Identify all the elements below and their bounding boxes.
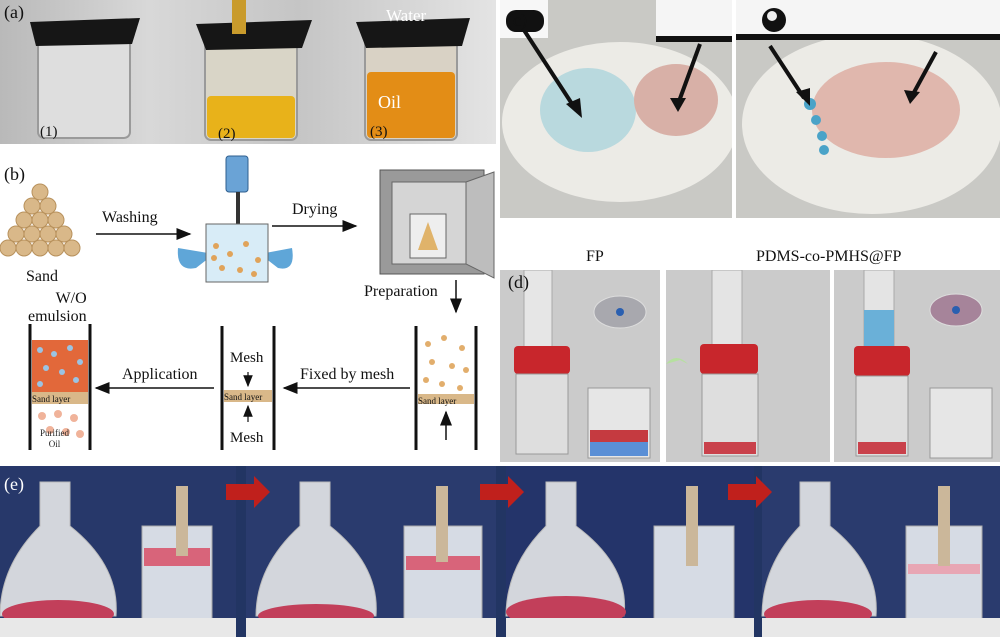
purified-oil-label: Purified Oil: [40, 428, 69, 449]
panel-a-photo: [0, 0, 496, 144]
red-arrow-3: [728, 476, 772, 508]
washing-label: Washing: [102, 209, 158, 226]
sand-layer-right: Sand layer: [418, 396, 457, 406]
beaker-label-1: (1): [40, 124, 58, 140]
coated-fp-label: PDMS-co-PMHS@FP: [756, 248, 902, 265]
sand-layer-left: Sand layer: [32, 394, 71, 404]
sand-pile: [0, 183, 81, 257]
panel-a-letter: (a): [4, 2, 24, 22]
frame-4: [761, 466, 1000, 637]
beaker-2: [196, 0, 312, 141]
fp-label: FP: [586, 248, 604, 265]
stirrer-beaker: [177, 155, 293, 283]
panel-d-letter: (d): [508, 272, 529, 292]
wo-emulsion-label: W/O emulsion: [28, 290, 87, 325]
beaker-label-3: (3): [370, 124, 388, 140]
frame-3: [505, 466, 754, 637]
panel-d-photo-1: [500, 270, 660, 462]
prepared-column: [414, 326, 478, 450]
mesh-bottom-label: Mesh: [230, 430, 264, 446]
frame-2: [246, 466, 496, 637]
panel-b-diagram: [0, 155, 495, 450]
panel-d-photo-2: [666, 270, 830, 462]
panel-c-left-photo: [500, 0, 732, 218]
panel-c-letter: (c): [507, 10, 527, 30]
mesh-top-label: Mesh: [230, 350, 264, 366]
preparation-label: Preparation: [364, 283, 438, 300]
panel-e-letter: (e): [4, 474, 24, 494]
red-arrow-2: [480, 476, 524, 508]
sand-label: Sand: [26, 268, 58, 285]
fixed-by-mesh-label: Fixed by mesh: [300, 366, 395, 383]
oven: [379, 169, 495, 279]
red-arrow-1: [226, 476, 270, 508]
frame-1: [0, 466, 236, 637]
panel-d-photo-3: [834, 270, 1000, 462]
oil-label: Oil: [378, 92, 402, 112]
water-label: Water: [386, 6, 427, 25]
sand-layer-middle: Sand layer: [224, 392, 263, 402]
drying-label: Drying: [292, 201, 338, 218]
panel-c-right-photo: [736, 0, 1000, 218]
beaker-label-2: (2): [218, 126, 236, 142]
beaker-1: [30, 18, 140, 139]
mesh-column: [220, 326, 276, 450]
panel-b-letter: (b): [4, 164, 25, 184]
application-column: [28, 324, 92, 450]
panel-e-photo: [0, 466, 1000, 637]
application-label: Application: [122, 366, 198, 383]
beaker-3: [356, 18, 470, 141]
